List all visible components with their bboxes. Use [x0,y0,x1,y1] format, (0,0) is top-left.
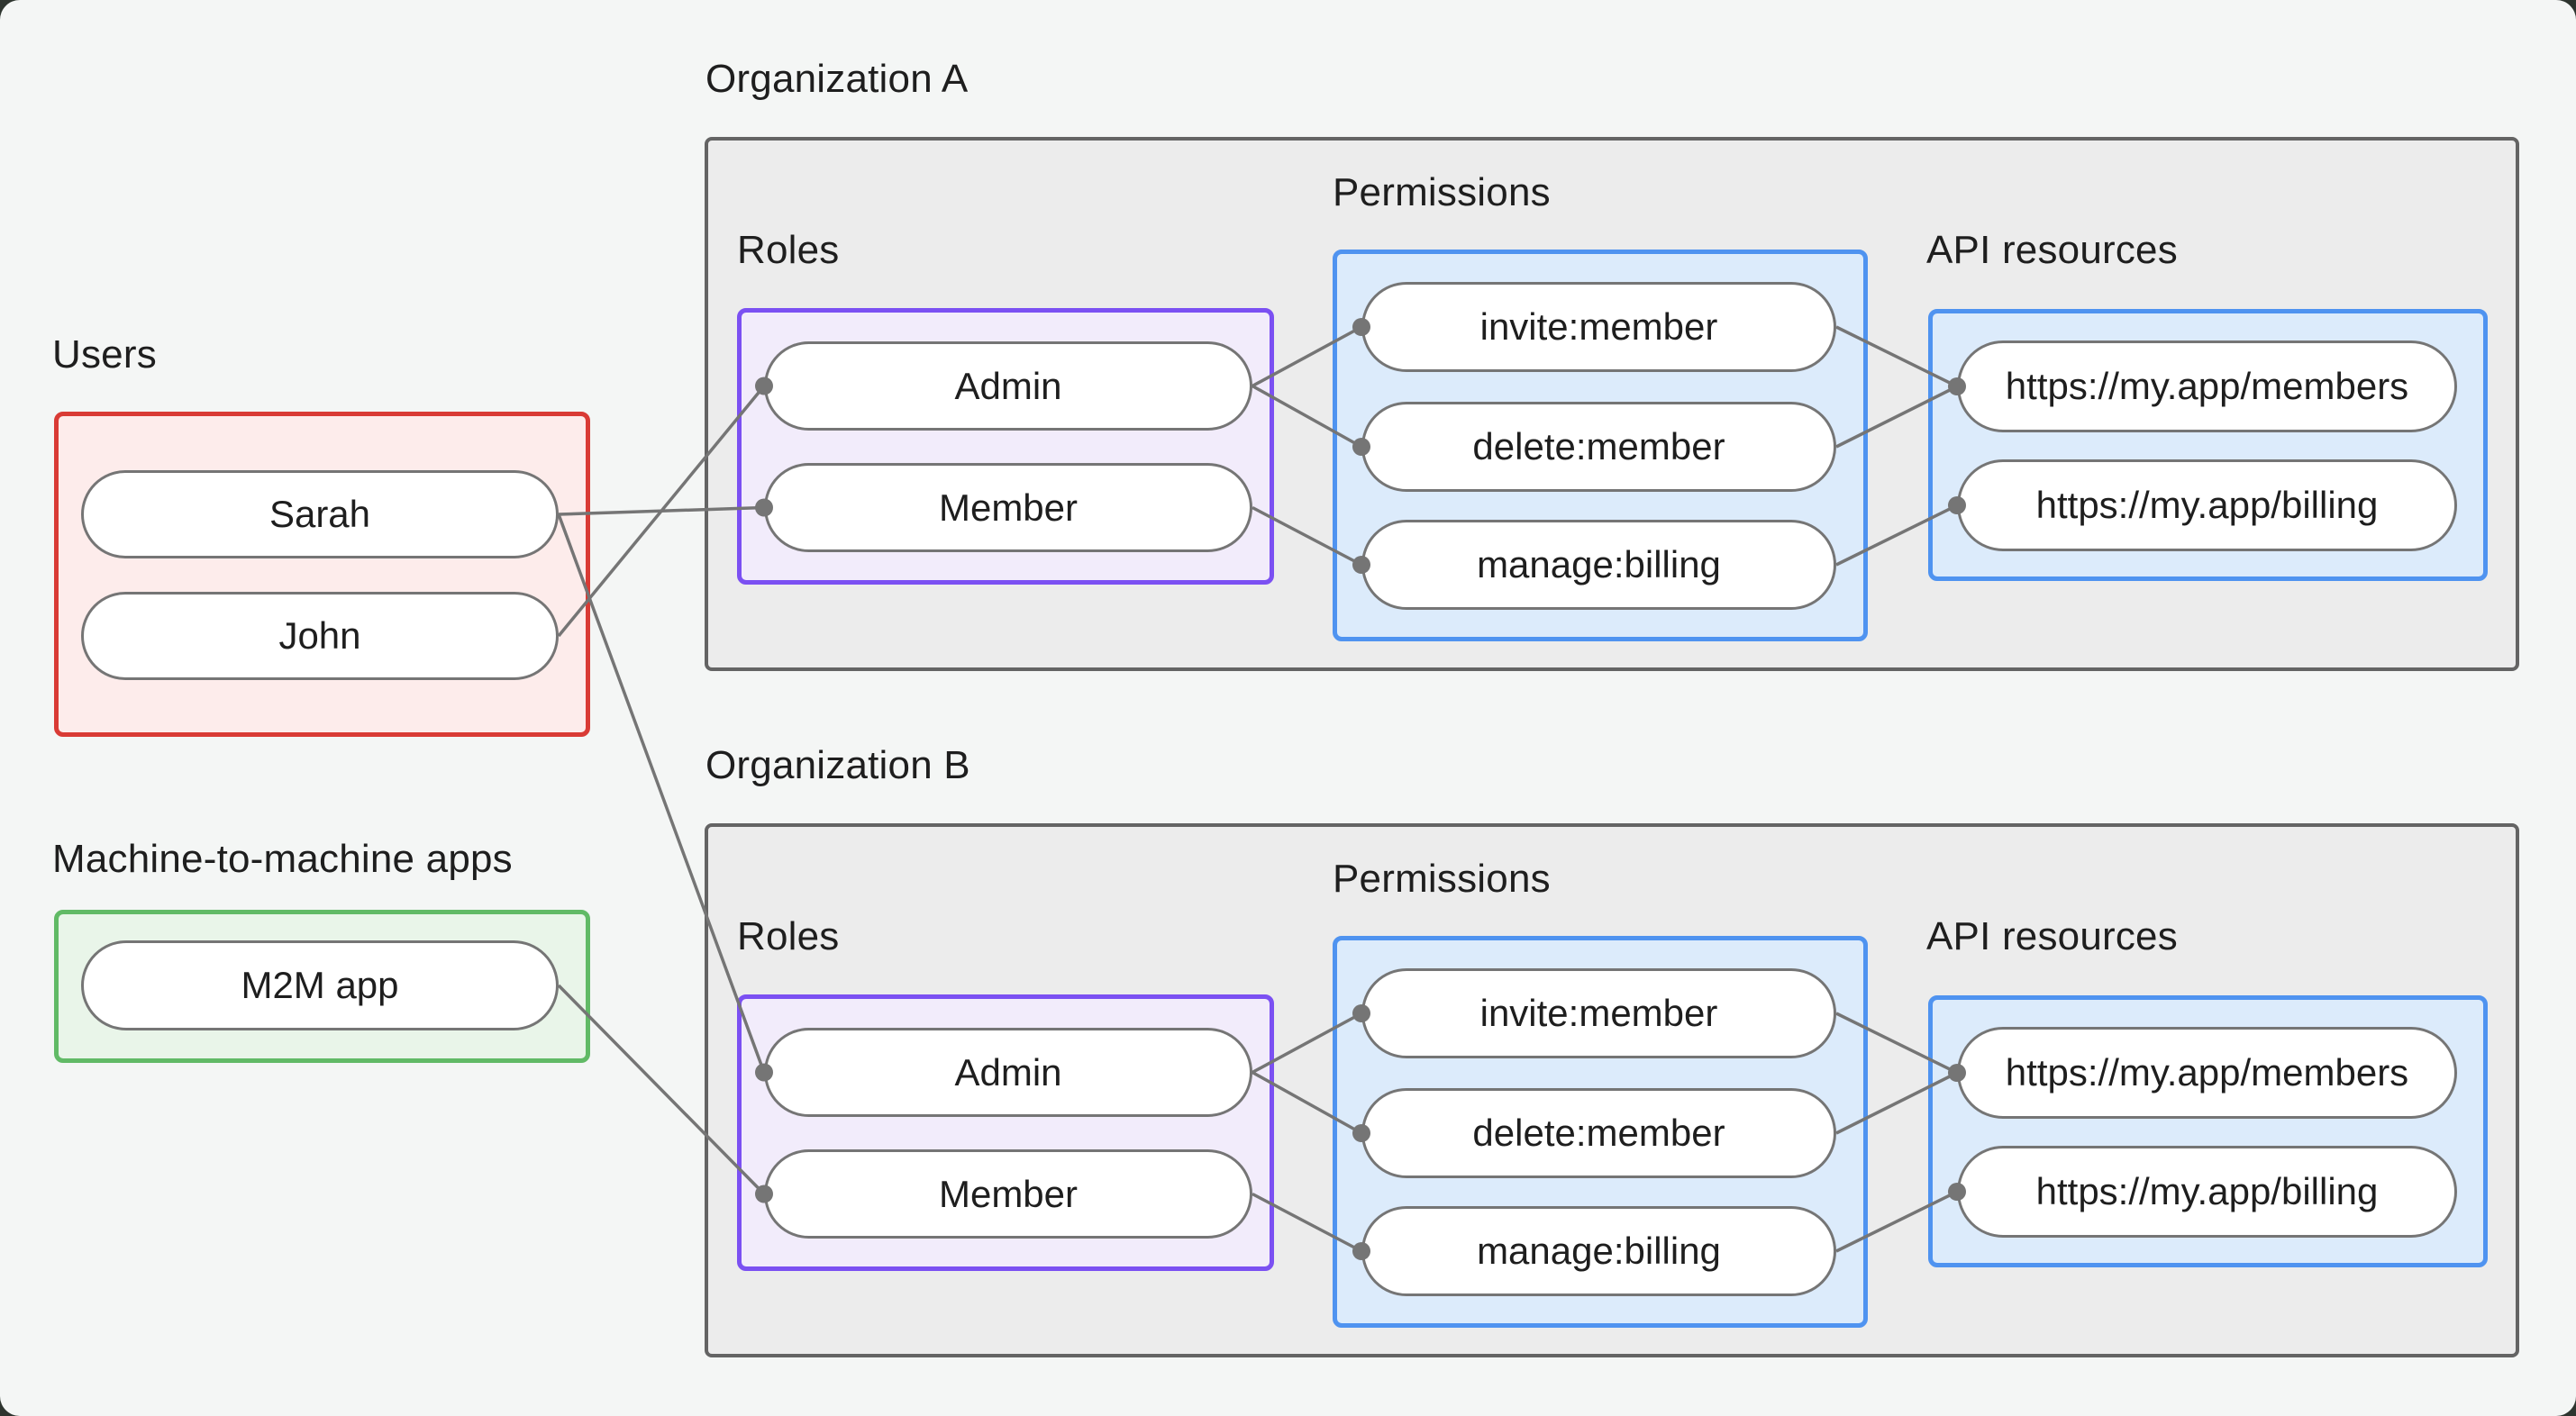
node-org-a-member: Member [764,463,1252,552]
node-label: delete:member [1472,425,1725,467]
node-label: https://my.app/members [2005,365,2409,407]
node-label: Admin [954,364,1062,407]
node-label: delete:member [1472,1112,1725,1154]
node-org-a-billing-api: https://my.app/billing [1957,459,2457,551]
node-m2m-app: M2M app [81,940,559,1030]
node-org-b-admin: Admin [764,1028,1252,1117]
org-b-roles-label: Roles [737,914,840,958]
node-user-sarah: Sarah [81,470,559,558]
node-org-a-admin: Admin [764,341,1252,431]
org-a-api-label: API resources [1926,228,2178,272]
node-label: manage:billing [1477,1230,1721,1272]
org-b-api-label: API resources [1926,914,2178,958]
users-group-label: Users [52,332,157,377]
org-b-permissions-label: Permissions [1333,857,1551,901]
node-label: Sarah [269,493,371,535]
node-label: Member [938,486,1079,529]
node-label: invite:member [1479,992,1718,1034]
node-org-a-invite-member: invite:member [1361,282,1836,372]
m2m-group-label: Machine-to-machine apps [52,837,513,881]
node-label: manage:billing [1477,543,1721,585]
node-org-a-members-api: https://my.app/members [1957,340,2457,432]
node-label: M2M app [241,964,399,1006]
org-b-title: Organization B [705,743,970,787]
node-org-b-manage-billing: manage:billing [1361,1206,1836,1296]
node-label: invite:member [1479,305,1718,348]
node-org-b-invite-member: invite:member [1361,968,1836,1058]
node-label: https://my.app/billing [2035,1170,2379,1212]
node-label: Admin [954,1050,1062,1094]
org-a-roles-label: Roles [737,228,840,272]
org-a-title: Organization A [705,57,969,101]
node-org-b-member: Member [764,1149,1252,1239]
node-org-a-manage-billing: manage:billing [1361,520,1836,610]
org-a-permissions-label: Permissions [1333,170,1551,214]
node-label: https://my.app/members [2005,1051,2409,1094]
node-org-b-members-api: https://my.app/members [1957,1027,2457,1119]
users-group-box [54,412,590,737]
node-org-b-delete-member: delete:member [1361,1088,1836,1178]
node-org-a-delete-member: delete:member [1361,402,1836,492]
node-label: John [278,614,361,657]
node-label: Member [938,1172,1079,1215]
node-org-b-billing-api: https://my.app/billing [1957,1146,2457,1238]
node-user-john: John [81,592,559,680]
node-label: https://my.app/billing [2035,484,2379,526]
